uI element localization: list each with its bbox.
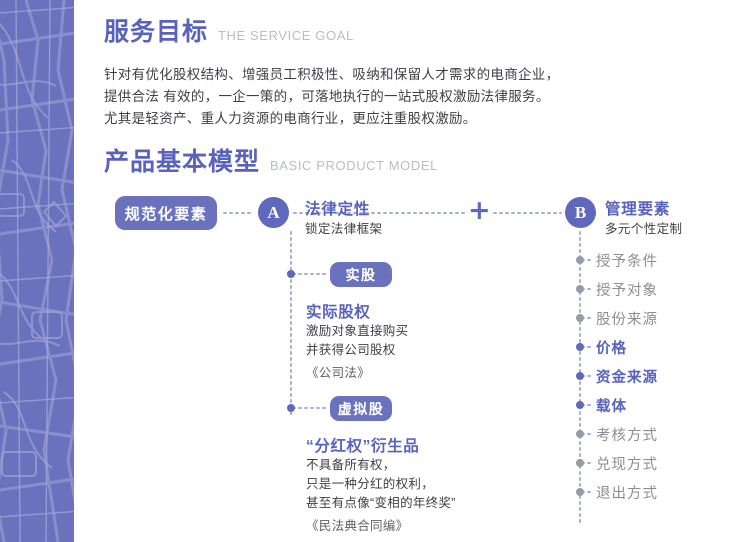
virtual-equity-body-line-3: 甚至有点像“变相的年终奖” — [306, 496, 456, 510]
map-decoration-strip — [0, 0, 74, 542]
sub-node-real-equity-pill[interactable]: 实股 — [330, 262, 392, 287]
real-equity-title: 实际股权 — [306, 304, 371, 321]
branch-b-subtitle: 多元个性定制 — [605, 222, 683, 236]
section-title-cn: 服务目标 — [104, 18, 209, 46]
branch-a-subtitle: 锁定法律框架 — [305, 222, 383, 236]
list-item-grant-condition[interactable]: 授予条件 — [596, 254, 658, 270]
virtual-equity-law-reference: 《民法典合同编》 — [306, 519, 409, 533]
plus-operator-icon: + — [468, 195, 491, 226]
sub-node-virtual-equity-pill[interactable]: 虚拟股 — [330, 396, 392, 421]
list-item-price[interactable]: 价格 — [596, 341, 627, 357]
root-node-normalization[interactable]: 规范化要素 — [115, 196, 217, 230]
section-title-cn: 产品基本模型 — [104, 148, 261, 176]
virtual-equity-body: 不具备所有权， 只是一种分红的权利， 甚至有点像“变相的年终奖” — [306, 456, 456, 513]
real-equity-body-line-2: 并获得公司股权 — [306, 343, 396, 357]
list-item-grant-target[interactable]: 授予对象 — [596, 283, 658, 299]
intro-line-2: 提供合法 有效的，一企一策的，可落地执行的一站式股权激励法律服务。 — [104, 89, 550, 104]
intro-line-3: 尤其是轻资产、重人力资源的电商行业，更应注重股权激励。 — [104, 111, 477, 126]
real-equity-body: 激励对象直接购买 并获得公司股权 — [306, 322, 408, 360]
branch-badge-b[interactable]: B — [565, 197, 596, 228]
list-item-share-source[interactable]: 股份来源 — [596, 312, 658, 328]
section-heading-product-model: 产品基本模型 BASIC PRODUCT MODEL — [104, 150, 438, 175]
real-equity-law-reference: 《公司法》 — [306, 366, 371, 380]
list-item-carrier[interactable]: 载体 — [596, 399, 627, 415]
map-lines-icon — [0, 0, 74, 542]
branch-badge-a[interactable]: A — [258, 197, 289, 228]
intro-line-1: 针对有优化股权结构、增强员工积极性、吸纳和保留人才需求的电商企业， — [104, 67, 560, 82]
branch-a-title: 法律定性 — [305, 201, 371, 218]
list-item-exit-method[interactable]: 退出方式 — [596, 486, 658, 502]
list-item-assessment-method[interactable]: 考核方式 — [596, 428, 658, 444]
real-equity-body-line-1: 激励对象直接购买 — [306, 324, 409, 338]
list-item-redemption-method[interactable]: 兑现方式 — [596, 457, 658, 473]
section-title-en: THE SERVICE GOAL — [218, 28, 354, 43]
list-item-capital-source[interactable]: 资金来源 — [596, 370, 658, 386]
intro-paragraph: 针对有优化股权结构、增强员工积极性、吸纳和保留人才需求的电商企业， 提供合法 有… — [104, 64, 574, 130]
branch-b-title: 管理要素 — [605, 201, 671, 218]
section-title-en: BASIC PRODUCT MODEL — [270, 158, 438, 173]
virtual-equity-title: “分红权”衍生品 — [306, 438, 420, 455]
virtual-equity-body-line-1: 不具备所有权， — [306, 458, 396, 472]
virtual-equity-body-line-2: 只是一种分红的权利， — [306, 477, 435, 491]
section-heading-service-goal: 服务目标 THE SERVICE GOAL — [104, 20, 354, 45]
management-elements-list: 授予条件 授予对象 股份来源 价格 资金来源 载体 考核方式 兑现方式 退出方式 — [596, 246, 658, 507]
